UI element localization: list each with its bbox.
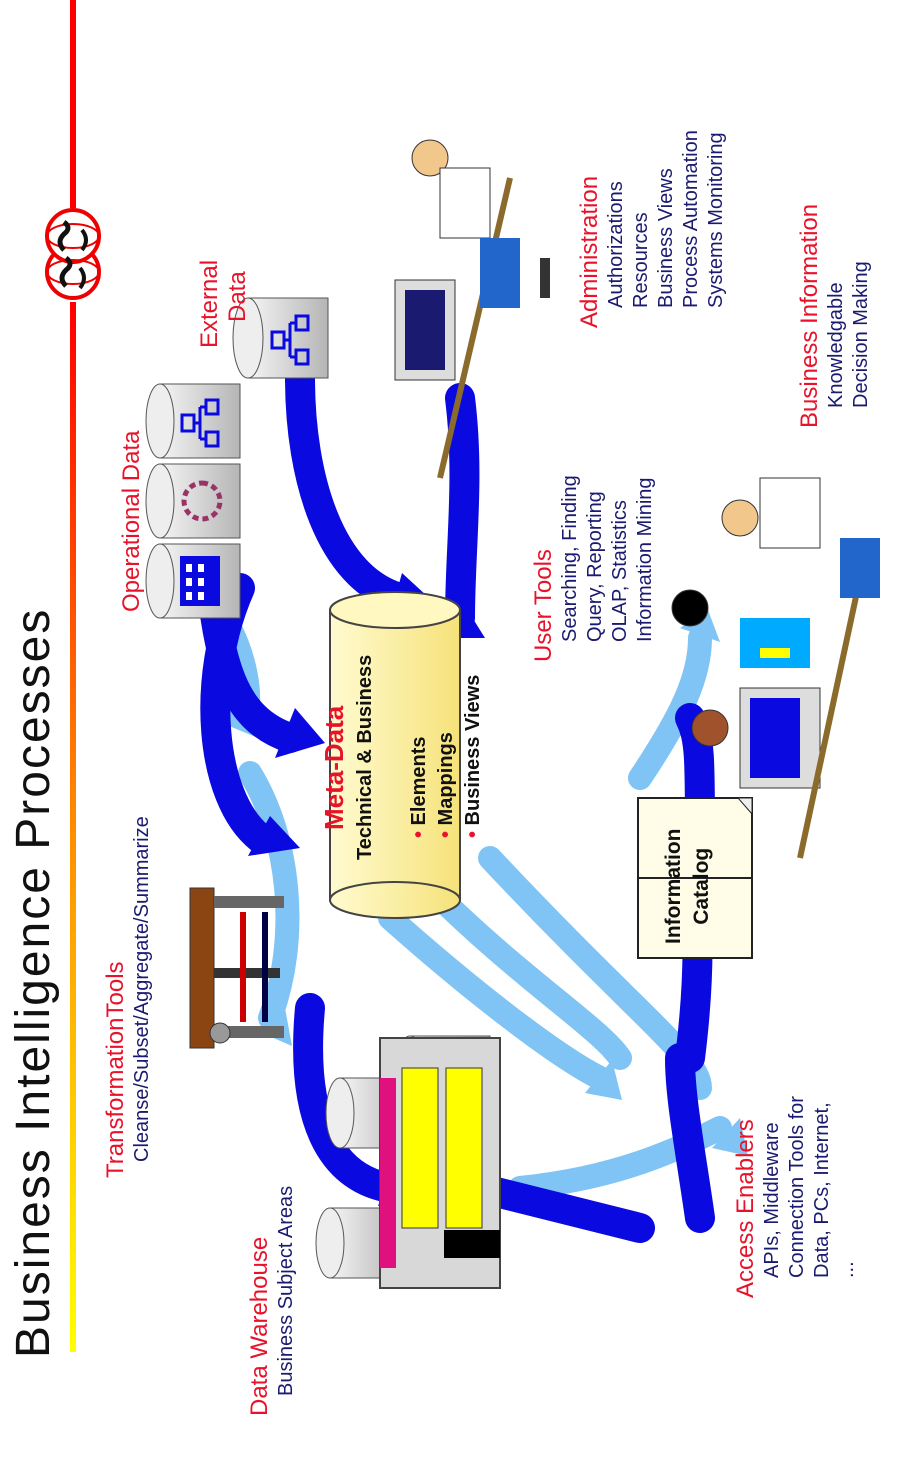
information-catalog-book xyxy=(637,797,753,959)
title-gradient-bar xyxy=(70,0,76,1352)
information-catalog-label: Information Catalog xyxy=(662,828,713,945)
administrator-workstation-icon xyxy=(394,139,550,479)
user-tools-block: User Tools Searching, Finding Query, Rep… xyxy=(530,475,656,662)
operational-data-label: Operational Data xyxy=(118,430,145,612)
meta-data-cylinder xyxy=(329,591,461,919)
business-information-block: Business Information Knowledgable Decisi… xyxy=(796,203,872,428)
external-data-label: External Data xyxy=(196,259,251,348)
operational-data-cylinders xyxy=(145,383,241,619)
transformation-tools-block: TransformationTools Cleanse/Subset/Aggre… xyxy=(102,816,153,1178)
data-warehouse-block: Data Warehouse Business Subject Areas xyxy=(246,1185,297,1416)
meta-data-label: Meta-Data Technical & Business xyxy=(319,654,376,860)
administration-block: Administration Authorizations Resources … xyxy=(576,130,727,328)
meta-data-bullets: • Elements • Mappings • Business Views xyxy=(408,674,484,838)
external-data-cylinder xyxy=(232,297,329,379)
business-users-icon xyxy=(671,477,880,859)
access-enablers-block: Access Enablers APIs, Middleware Connect… xyxy=(732,1096,858,1298)
data-warehouse-cluster xyxy=(315,1035,501,1289)
transformation-workbench-icon xyxy=(189,887,284,1049)
globe-logo-icon xyxy=(45,208,101,300)
